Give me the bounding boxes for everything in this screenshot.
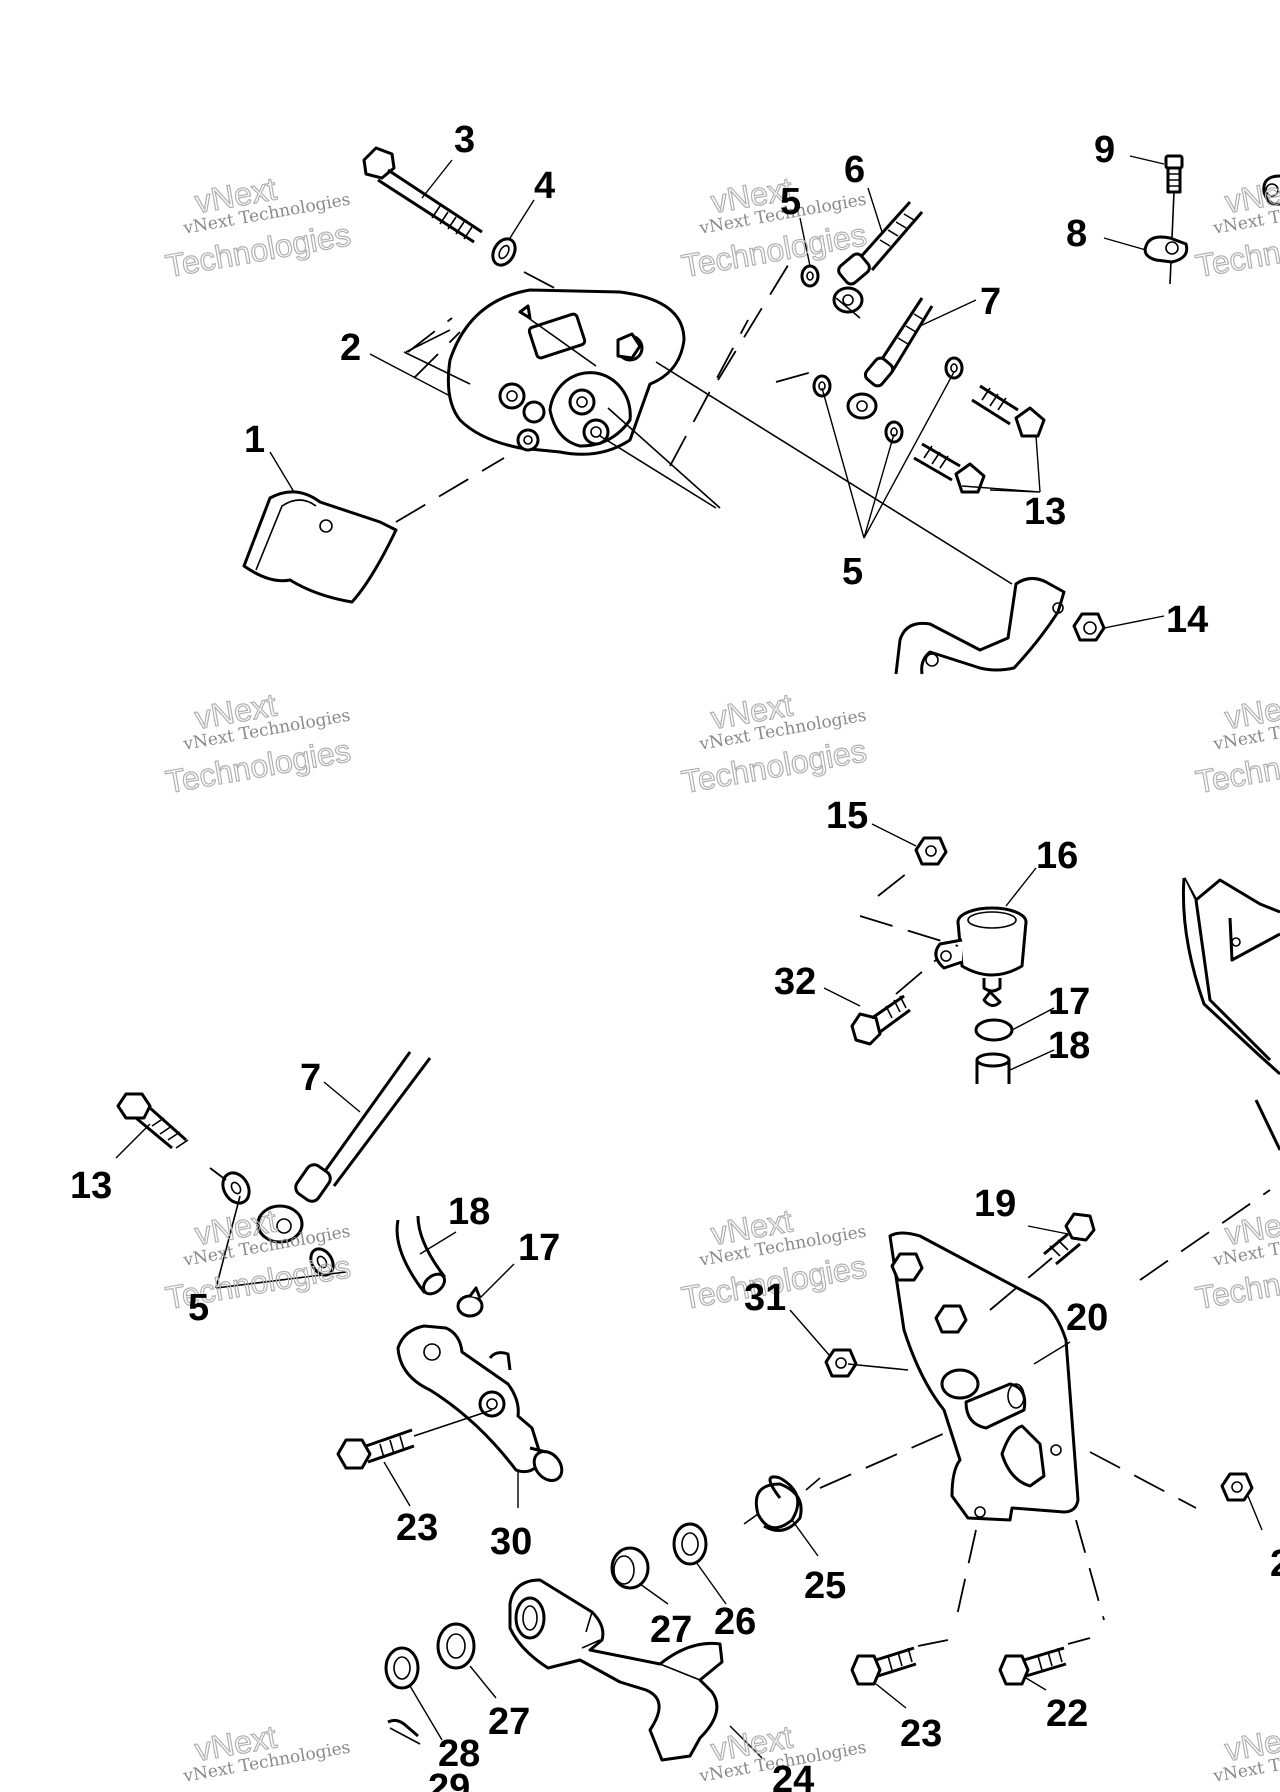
washers-part-5-b [812, 356, 964, 444]
callout-4: 4 [534, 165, 555, 207]
callout-26: 26 [714, 1601, 756, 1643]
nut-part-21-partial [1220, 1472, 1254, 1502]
callout-30: 30 [490, 1521, 532, 1563]
callout-14: 14 [1166, 599, 1208, 641]
bolt-part-13-b [116, 1092, 189, 1150]
callout-13: 13 [1024, 491, 1066, 533]
washer-part-28 [384, 1646, 420, 1690]
washer-part-4 [491, 237, 517, 267]
frame-partial-right [1181, 877, 1280, 1151]
screw-part-9 [1164, 154, 1184, 285]
nut-part-14 [1072, 612, 1106, 642]
callout-23: 23 [396, 1507, 438, 1549]
callout-5: 5 [842, 551, 863, 593]
callout-23: 23 [900, 1713, 942, 1755]
watermark-3: vNext vNext Technologies Technologies [1192, 170, 1280, 285]
callout-20: 20 [1066, 1297, 1108, 1339]
brake-pedal-part-24 [508, 1578, 724, 1762]
watermark-9: vNext vNext Technologies Technologies [1192, 1202, 1280, 1317]
callout-2-partial: 2 [1270, 1543, 1280, 1585]
brake-pad-part-1 [242, 490, 398, 604]
assembly-lines-top-left [395, 271, 1013, 585]
clamp-part-17-b [456, 1286, 484, 1318]
watermark-4: vNext vNext Technologies Technologies [162, 686, 353, 801]
callout-27: 27 [488, 1701, 530, 1743]
callout-29: 29 [428, 1767, 470, 1792]
callout-22: 22 [1046, 1693, 1088, 1735]
watermark-6: vNext vNext Technologies Technologies [1192, 686, 1280, 801]
cotter-pin-part-29 [387, 1718, 421, 1745]
callout-17: 17 [1048, 981, 1090, 1023]
callout-31: 31 [744, 1277, 786, 1319]
callout-28: 28 [438, 1733, 480, 1775]
hose-fitting-part-7 [846, 297, 934, 420]
leader-lines [115, 155, 1263, 1759]
hose-part-18-b [395, 1215, 447, 1296]
bracket-plate [894, 577, 1066, 675]
watermark-10: vNext vNext Technologies [181, 1718, 352, 1787]
nut-part-15 [914, 836, 948, 866]
assembly-lines-lower-left [209, 1167, 347, 1289]
callout-15: 15 [826, 795, 868, 837]
assembly-lines-top-middle [717, 261, 861, 383]
washer-part-26 [672, 1522, 708, 1566]
bolts-part-13-a [913, 384, 1046, 494]
callout-6: 6 [844, 149, 865, 191]
callout-5: 5 [780, 181, 801, 223]
washer-part-27-b [436, 1622, 476, 1670]
cable-tie-partial [1262, 174, 1280, 206]
callout-labels: 3 4 5 6 9 8 7 2 1 13 5 14 15 16 32 17 18… [70, 119, 1280, 1792]
callout-19: 19 [974, 1183, 1016, 1225]
callout-18: 18 [448, 1191, 490, 1233]
assembly-lines-pedal [819, 1189, 1271, 1647]
callout-18: 18 [1048, 1025, 1090, 1067]
bolt-part-23-a [336, 1428, 415, 1470]
callout-27: 27 [650, 1609, 692, 1651]
washer-part-5-c [221, 1171, 335, 1277]
callout-7: 7 [980, 281, 1001, 323]
callout-2: 2 [340, 327, 361, 369]
callout-8: 8 [1066, 213, 1087, 255]
hose-part-7-b [256, 1051, 432, 1244]
callout-3: 3 [454, 119, 475, 161]
assembly-lines-reservoir [859, 865, 959, 995]
bushing-part-27-a [610, 1546, 650, 1590]
caliper-body-part-2 [446, 288, 686, 456]
watermark-12: vNext vNext Technologies [1211, 1718, 1280, 1787]
callout-32: 32 [774, 961, 816, 1003]
callout-1: 1 [244, 419, 265, 461]
bolt-part-23-b [850, 1646, 917, 1686]
callout-25: 25 [804, 1565, 846, 1607]
pivot-plate-part-20 [888, 1231, 1080, 1522]
watermark-7: vNext vNext Technologies Technologies [162, 1202, 353, 1317]
spring-part-25 [743, 1475, 821, 1532]
nut-part-31 [824, 1348, 858, 1378]
bolt-part-22 [998, 1646, 1067, 1686]
assembly-lines-cylinder [413, 1409, 493, 1437]
bolt-part-3 [362, 146, 483, 244]
master-cylinder-part-30 [396, 1324, 564, 1482]
watermark-1: vNext vNext Technologies Technologies [162, 170, 353, 285]
callout-7: 7 [300, 1057, 321, 1099]
callout-16: 16 [1036, 835, 1078, 877]
bolt-part-19 [1043, 1212, 1096, 1266]
callout-5: 5 [188, 1287, 209, 1329]
bolt-part-32 [850, 994, 911, 1046]
callout-17: 17 [518, 1227, 560, 1269]
callout-13: 13 [70, 1165, 112, 1207]
hose-fitting-part-6 [832, 200, 924, 314]
watermark-5: vNext vNext Technologies Technologies [678, 686, 869, 801]
clamp-part-17-a [974, 990, 1014, 1042]
callout-9: 9 [1094, 129, 1115, 171]
washer-part-5-a [800, 264, 820, 288]
hose-part-18-a [975, 1052, 1011, 1084]
watermark-group: vNext vNext Technologies Technologies vN… [162, 170, 1280, 1787]
reservoir-part-16 [934, 906, 1028, 993]
callout-24: 24 [772, 1759, 814, 1792]
clamp-part-8 [1143, 235, 1189, 264]
